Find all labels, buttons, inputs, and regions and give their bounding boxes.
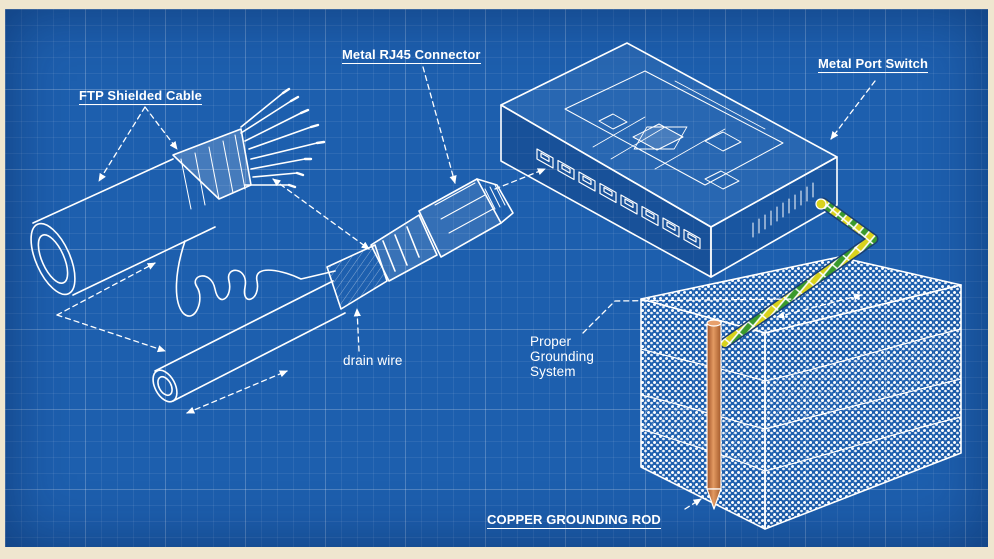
port-switch-label: Metal Port Switch	[818, 56, 929, 73]
switch-port	[599, 182, 617, 204]
switch-port	[536, 148, 554, 169]
drain-wire-label: drain wire	[343, 353, 403, 368]
blueprint-illustration	[30, 42, 962, 530]
blueprint-board: FTP Shielded Cable Metal RJ45 Connector …	[5, 9, 988, 547]
grounding-line-3: System	[530, 364, 576, 379]
switch-port	[641, 205, 659, 227]
grounding-system-label: Proper Grounding System	[530, 334, 594, 379]
copper-rod-label: COPPER GROUNDING ROD	[487, 512, 661, 529]
rj45-connector-label: Metal RJ45 Connector	[342, 47, 481, 64]
ftp-cable-drawing	[30, 87, 336, 317]
grounding-line-1: Proper	[530, 334, 572, 349]
switch-port	[683, 228, 701, 250]
switch-ports	[536, 148, 701, 250]
ftp-cable-label: FTP Shielded Cable	[79, 88, 202, 105]
grounding-line-2: Grounding	[530, 349, 594, 364]
callouts	[56, 66, 876, 510]
switch-port	[662, 217, 680, 238]
switch-drawing	[500, 42, 838, 278]
switch-port	[557, 159, 575, 181]
grounding-wire	[719, 197, 879, 349]
rj45-cable-drawing	[152, 178, 514, 403]
switch-port	[620, 194, 638, 215]
ground-block-drawing	[640, 256, 962, 530]
copper-rod	[706, 319, 722, 510]
switch-port	[578, 171, 596, 192]
